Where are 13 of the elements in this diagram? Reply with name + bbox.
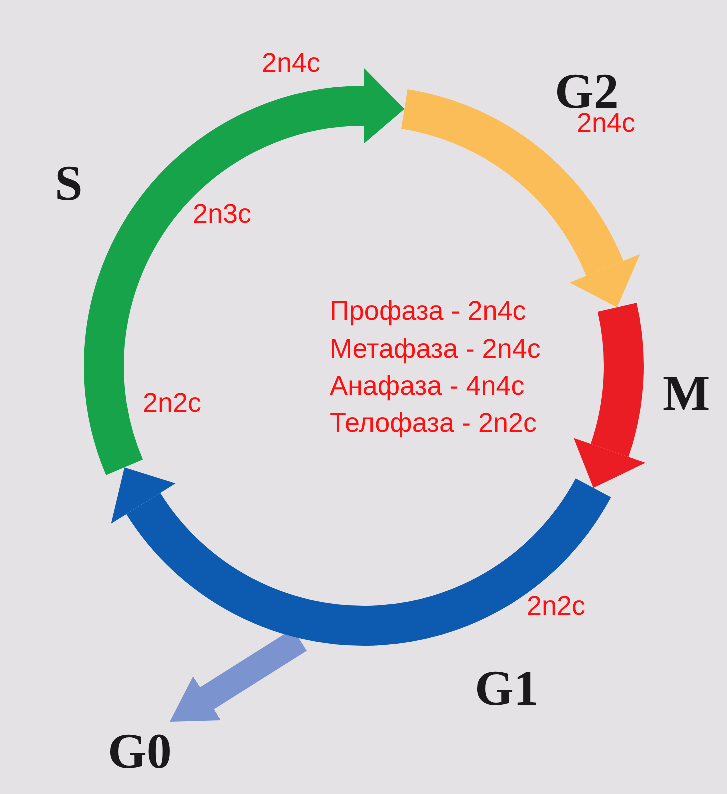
ploidy-label: 2n4c: [577, 110, 636, 137]
ploidy-label: 2n2c: [143, 390, 202, 417]
ploidy-label: 2n2c: [527, 593, 586, 620]
ploidy-label: 2n4c: [262, 50, 321, 77]
ploidy-label: Анафаза - 4n4c: [330, 373, 525, 400]
ploidy-label: Телофаза - 2n2c: [330, 410, 538, 437]
phase-label: G1: [475, 663, 539, 713]
ploidy-label: Метафаза - 2n4c: [330, 336, 541, 363]
phase-label: S: [55, 158, 83, 208]
phase-label: G0: [108, 726, 172, 776]
ploidy-label: Профаза - 2n4c: [330, 298, 526, 325]
phase-label: M: [663, 368, 710, 418]
ploidy-label: 2n3c: [193, 201, 252, 228]
